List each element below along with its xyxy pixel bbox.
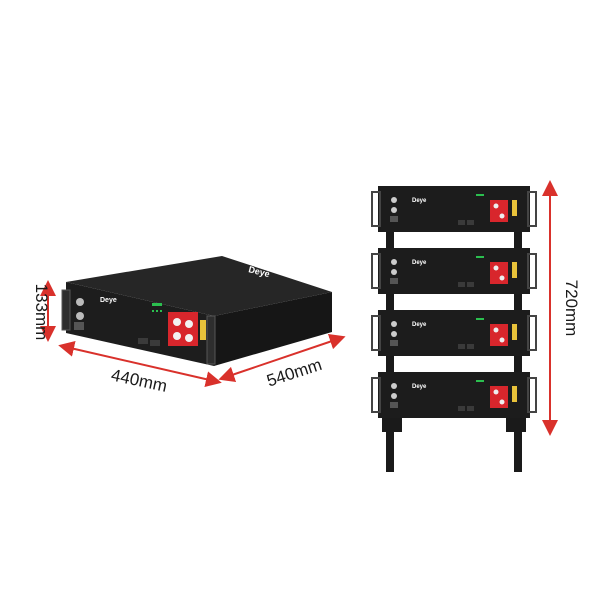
module-port [390, 278, 398, 284]
module-terminal [391, 393, 397, 399]
module-bolt [493, 327, 499, 333]
module-indicator [476, 318, 484, 320]
module-bolt [499, 337, 505, 343]
module-handle-left [371, 191, 381, 227]
module-red-terminal [490, 386, 508, 408]
rack-battery-module: Deye [371, 310, 537, 356]
rack-battery-module: Deye [371, 248, 537, 294]
module-handle-right [527, 315, 537, 351]
module-port [458, 406, 465, 411]
module-port [390, 340, 398, 346]
module-port [458, 220, 465, 225]
module-handle-right [527, 253, 537, 289]
module-terminal [391, 197, 397, 203]
module-port [467, 344, 474, 349]
module-red-terminal [490, 200, 508, 222]
module-handle-right [527, 377, 537, 413]
module-terminal [391, 331, 397, 337]
rack-foot-left [382, 418, 402, 432]
rack-battery-module: Deye [371, 186, 537, 232]
front-brand-label: Deye [100, 297, 117, 304]
module-bolt [499, 275, 505, 281]
rack-battery-module: Deye [371, 372, 537, 418]
module-handle-left [371, 253, 381, 289]
module-brand-label: Deye [412, 384, 427, 390]
rack-foot-right [506, 418, 526, 432]
module-red-terminal [490, 324, 508, 346]
module-breaker [512, 386, 517, 402]
module-terminal [391, 321, 397, 327]
module-brand-label: Deye [412, 260, 427, 266]
module-breaker [512, 324, 517, 340]
module-port [467, 282, 474, 287]
height-dimension-label: 133mm [32, 284, 51, 341]
width-arrow [58, 340, 222, 388]
left-handle [61, 289, 71, 331]
module-terminal [391, 269, 397, 275]
module-port [467, 220, 474, 225]
module-breaker [512, 262, 517, 278]
depth-arrow [218, 333, 346, 383]
module-brand-label: Deye [412, 198, 427, 204]
module-bolt [499, 399, 505, 405]
module-bolt [493, 389, 499, 395]
stack-height-dimension-label: 720mm [562, 280, 581, 337]
module-port [458, 344, 465, 349]
module-handle-left [371, 377, 381, 413]
module-handle-left [371, 315, 381, 351]
single-battery-module: Deye Deye [61, 256, 332, 366]
module-port [390, 402, 398, 408]
module-indicator [476, 256, 484, 258]
module-port [467, 406, 474, 411]
indicator-lights [152, 303, 162, 312]
module-terminal [391, 259, 397, 265]
width-dimension-label: 440mm [109, 365, 168, 395]
red-power-terminals [168, 312, 198, 346]
breaker-switch [200, 320, 206, 340]
module-handle-right [527, 191, 537, 227]
left-terminals [74, 298, 84, 330]
module-bolt [499, 213, 505, 219]
module-brand-label: Deye [412, 322, 427, 328]
module-indicator [476, 194, 484, 196]
module-port [458, 282, 465, 287]
module-port [390, 216, 398, 222]
module-breaker [512, 200, 517, 216]
module-bolt [493, 265, 499, 271]
module-terminal [391, 383, 397, 389]
right-handle [206, 315, 216, 365]
module-red-terminal [490, 262, 508, 284]
dimension-arrows-single [40, 280, 346, 388]
battery-top-surface [66, 256, 332, 316]
module-indicator [476, 380, 484, 382]
module-terminal [391, 207, 397, 213]
module-bolt [493, 203, 499, 209]
